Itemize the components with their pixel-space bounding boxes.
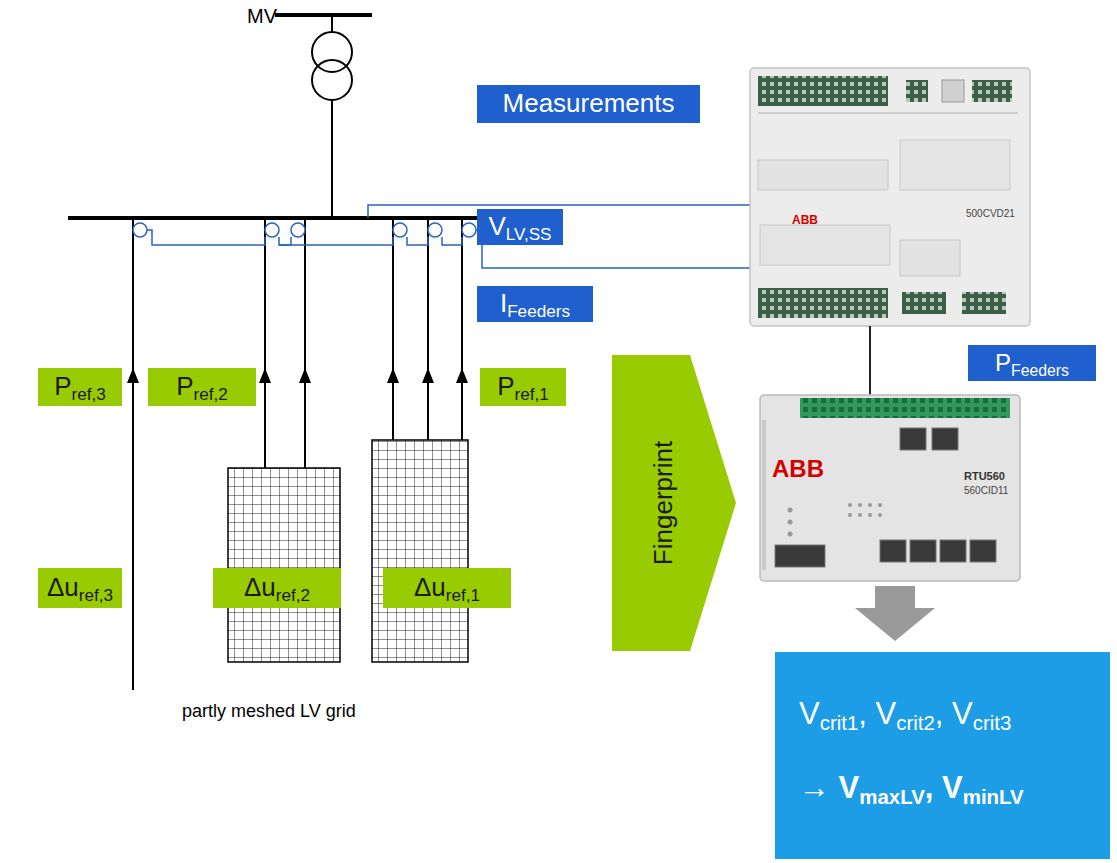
subscript: ref,1 bbox=[515, 384, 549, 404]
text-run: P bbox=[995, 349, 1011, 376]
text-run: Δu bbox=[47, 572, 79, 602]
info-box: IFeeders bbox=[477, 286, 593, 322]
node-text: Fingerprint bbox=[649, 441, 679, 565]
result-box: Vcrit1, Vcrit2, Vcrit3→ VmaxLV, VminLV bbox=[775, 652, 1110, 859]
node-text: Pref,1 bbox=[497, 372, 549, 402]
reference-label: Pref,2 bbox=[148, 368, 256, 406]
reference-label: Pref,1 bbox=[480, 368, 566, 406]
transformer-symbol bbox=[312, 60, 352, 100]
subscript: ref,3 bbox=[72, 384, 106, 404]
node-text: Δuref,3 bbox=[47, 573, 113, 603]
device-logo: ABB bbox=[792, 214, 818, 227]
subscript: LV,SS bbox=[506, 224, 552, 244]
bus-label: MV bbox=[247, 5, 277, 27]
meshed-grid bbox=[372, 440, 468, 662]
text-run: Measurements bbox=[503, 88, 675, 118]
text-run: , V bbox=[935, 696, 973, 731]
reference-label: Δuref,2 bbox=[213, 568, 341, 608]
node-text: VLV,SS bbox=[488, 212, 551, 242]
current-transformers bbox=[133, 223, 476, 237]
node-text: → VmaxLV, VminLV bbox=[799, 770, 1024, 806]
text-run: Fingerprint bbox=[648, 441, 678, 565]
device-type: 500CVD21 bbox=[966, 208, 1015, 219]
subscript: maxLV bbox=[859, 785, 925, 808]
text-run: V bbox=[799, 696, 820, 731]
mv-busbar bbox=[275, 13, 372, 17]
reference-label: Δuref,3 bbox=[38, 568, 122, 608]
text-run: , V bbox=[858, 696, 896, 731]
text-run: P bbox=[176, 371, 193, 401]
subscript: ref,1 bbox=[446, 585, 480, 605]
text-run: → V bbox=[799, 770, 859, 805]
reference-label: Δuref,1 bbox=[383, 568, 511, 608]
grid-caption: partly meshed LV grid bbox=[182, 702, 356, 722]
node-text: Δuref,2 bbox=[244, 573, 310, 603]
fingerprint-arrow: Fingerprint bbox=[612, 355, 736, 651]
subscript: crit1 bbox=[820, 711, 859, 734]
rtu-device bbox=[760, 395, 1020, 581]
subscript: crit2 bbox=[896, 711, 935, 734]
device-type: 560CID11 bbox=[964, 485, 1008, 496]
info-box: Measurements bbox=[477, 85, 700, 123]
text-run: P bbox=[497, 371, 514, 401]
node-text: Measurements bbox=[503, 89, 675, 119]
text-run: Δu bbox=[414, 572, 446, 602]
subscript: minLV bbox=[963, 785, 1024, 808]
node-text: PFeeders bbox=[995, 349, 1069, 377]
node-text: Pref,3 bbox=[54, 372, 106, 402]
text-run: V bbox=[488, 211, 505, 241]
subscript: crit3 bbox=[973, 711, 1012, 734]
subscript: ref,3 bbox=[79, 585, 113, 605]
device-link bbox=[869, 326, 871, 395]
subscript: ref,2 bbox=[276, 585, 310, 605]
subscript: Feeders bbox=[1011, 362, 1069, 379]
node-text: Vcrit1, Vcrit2, Vcrit3 bbox=[799, 696, 1011, 732]
text-run: , V bbox=[925, 770, 963, 805]
node-text: Δuref,1 bbox=[414, 573, 480, 603]
info-box: PFeeders bbox=[968, 345, 1096, 381]
text-run: P bbox=[54, 371, 71, 401]
node-text: Pref,2 bbox=[176, 372, 228, 402]
device-type: RTU560 bbox=[964, 470, 1005, 482]
info-box: VLV,SS bbox=[477, 209, 563, 245]
subscript: Feeders bbox=[507, 301, 570, 321]
node-text: IFeeders bbox=[500, 289, 570, 319]
result-arrow bbox=[855, 586, 935, 641]
device-logo: ABB bbox=[772, 456, 824, 482]
text-run: Δu bbox=[244, 572, 276, 602]
subscript: ref,2 bbox=[194, 384, 228, 404]
text-run: I bbox=[500, 288, 507, 318]
meshed-grid bbox=[228, 468, 340, 662]
measurement-device bbox=[750, 68, 1030, 326]
reference-label: Pref,3 bbox=[38, 368, 122, 406]
